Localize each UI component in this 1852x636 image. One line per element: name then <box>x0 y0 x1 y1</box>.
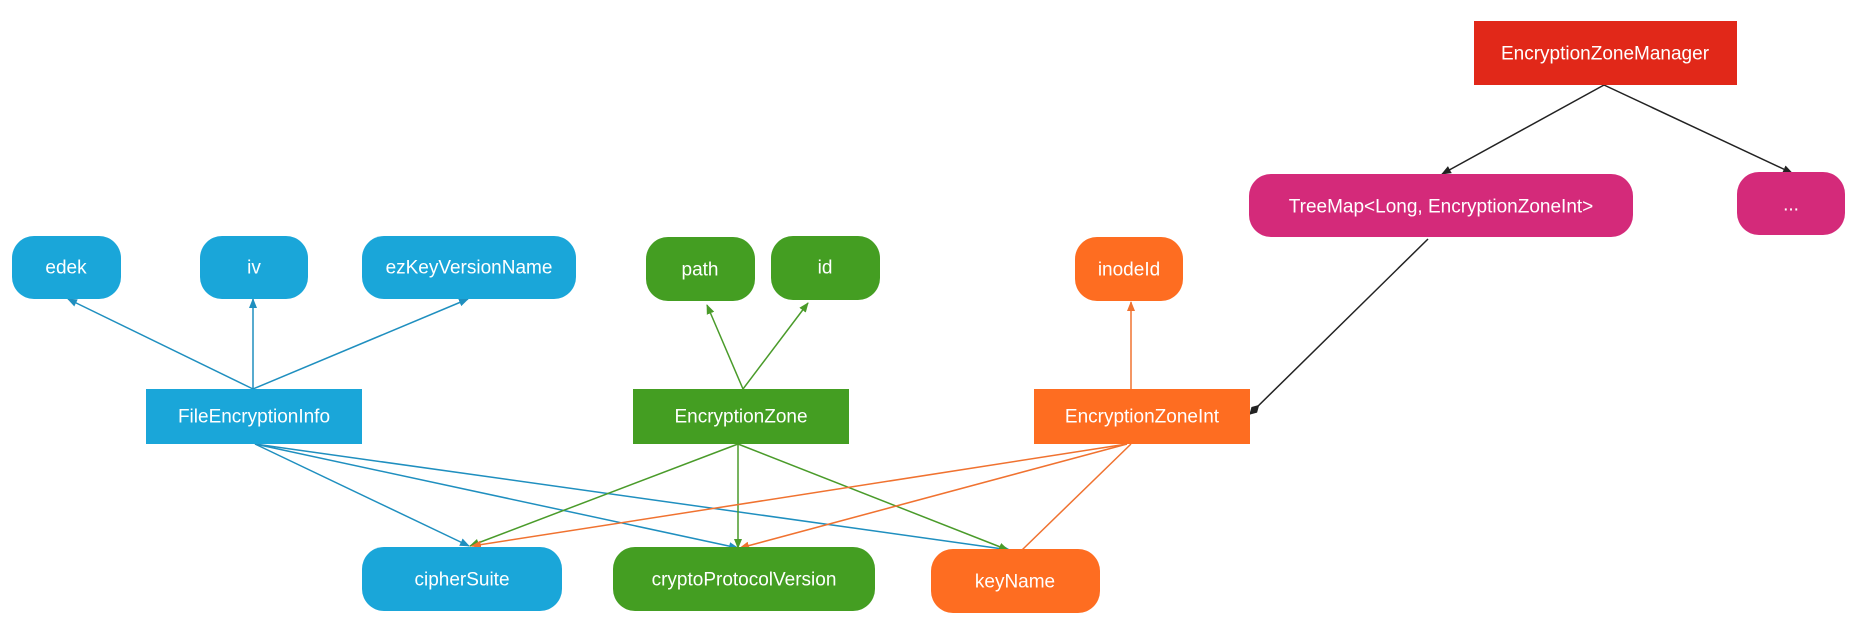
node-encryption-zone-int: EncryptionZoneInt <box>1034 389 1250 444</box>
node-inode-id: inodeId <box>1075 237 1183 301</box>
edge-fei-to-cipher-suite <box>254 443 470 547</box>
edge-manager-to-treemap <box>1441 84 1605 175</box>
node-key-name: keyName <box>931 549 1100 613</box>
edge-fei-to-crypto-protocol-version <box>254 443 739 551</box>
edge-ez-to-id <box>742 302 809 390</box>
node-label: id <box>818 258 833 279</box>
node-id: id <box>771 236 880 300</box>
edge-ez-to-key-name <box>737 443 1009 551</box>
edge-fei-to-key-name <box>254 443 1011 553</box>
node-crypto-protocol-version: cryptoProtocolVersion <box>613 547 875 611</box>
edge-ezi-to-crypto-protocol-version <box>739 443 1128 550</box>
node-label: ... <box>1783 195 1799 216</box>
node-label: FileEncryptionInfo <box>178 407 330 428</box>
node-label: path <box>682 260 719 281</box>
node-ellipsis: ... <box>1737 172 1845 235</box>
node-label: EncryptionZoneManager <box>1501 44 1710 65</box>
node-treemap: TreeMap<Long, EncryptionZoneInt> <box>1249 174 1633 237</box>
edge-manager-to-ellipsis <box>1603 84 1793 174</box>
node-file-encryption-info: FileEncryptionInfo <box>146 389 362 444</box>
node-label: ezKeyVersionName <box>386 258 553 279</box>
node-edek: edek <box>12 236 121 299</box>
node-label: keyName <box>975 572 1055 593</box>
node-label: iv <box>247 258 261 279</box>
node-label: cryptoProtocolVersion <box>652 570 837 591</box>
node-path: path <box>646 237 755 301</box>
node-encryption-zone-manager: EncryptionZoneManager <box>1474 21 1737 85</box>
edge-ezi-to-cipher-suite <box>471 443 1128 549</box>
node-label: edek <box>45 258 87 279</box>
node-label: EncryptionZone <box>674 407 807 428</box>
node-label: inodeId <box>1098 260 1160 281</box>
edge-ezi-to-key-name <box>1021 443 1132 551</box>
edge-fei-to-edek <box>67 298 254 390</box>
edge-ez-to-path <box>706 304 744 390</box>
edges <box>67 84 1793 553</box>
edge-treemap-to-encryption-zone-int <box>1249 238 1429 415</box>
node-ez-key-version-name: ezKeyVersionName <box>362 236 576 299</box>
node-label: EncryptionZoneInt <box>1065 407 1220 428</box>
node-iv: iv <box>200 236 308 299</box>
edge-fei-to-ez-key-version-name <box>252 298 469 390</box>
node-label: cipherSuite <box>414 570 509 591</box>
node-cipher-suite: cipherSuite <box>362 547 562 611</box>
edge-ez-to-cipher-suite <box>469 443 739 547</box>
node-label: TreeMap<Long, EncryptionZoneInt> <box>1289 197 1594 218</box>
node-encryption-zone: EncryptionZone <box>633 389 849 444</box>
